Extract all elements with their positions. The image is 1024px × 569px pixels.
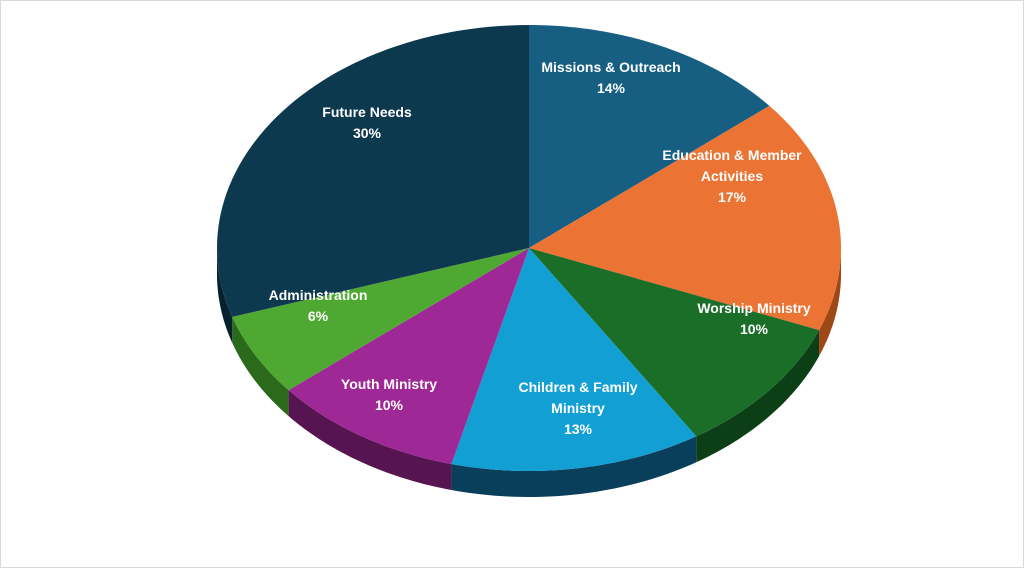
pie-slice-4[interactable] (288, 248, 529, 464)
slice-name-line: Administration (269, 287, 368, 303)
slice-label-0: Missions & Outreach 14% (541, 59, 680, 96)
slice-name-line: Worship Ministry (697, 300, 811, 316)
pie-slices (217, 25, 841, 471)
pie-slice-6[interactable] (217, 25, 529, 317)
pie-slice-3[interactable] (451, 248, 697, 471)
pie-side-6 (217, 248, 233, 343)
slice-percent: 10% (375, 397, 404, 413)
slice-name-line: Education & Member (662, 147, 802, 163)
pie-side-2 (696, 330, 820, 463)
slice-percent: 14% (597, 80, 626, 96)
slice-name-line: Activities (701, 168, 763, 184)
slice-name-line: Future Needs (322, 104, 412, 120)
pie-side-3 (451, 436, 697, 497)
slice-name-line: Children & Family (518, 379, 637, 395)
slice-label-6: Future Needs 30% (322, 104, 412, 141)
slice-label-5: Administration 6% (269, 287, 368, 324)
pie-sides (217, 248, 841, 497)
slice-label-4: Youth Ministry 10% (341, 376, 437, 413)
pie-slice-5[interactable] (232, 248, 529, 391)
slice-name-line: Missions & Outreach (541, 59, 680, 75)
slice-name-line: Youth Ministry (341, 376, 437, 392)
slice-percent: 13% (564, 421, 593, 437)
pie-side-5 (232, 316, 289, 417)
slice-percent: 17% (718, 189, 747, 205)
slice-name-line: Ministry (551, 400, 605, 416)
pie-labels: Missions & Outreach 14% Education & Member… (269, 59, 811, 437)
pie-side-1 (819, 248, 841, 357)
slice-label-2: Worship Ministry 10% (697, 300, 811, 337)
pie-slice-0[interactable] (529, 25, 770, 248)
slice-percent: 30% (353, 125, 382, 141)
slice-percent: 6% (308, 308, 329, 324)
slice-percent: 10% (740, 321, 769, 337)
pie-slice-1[interactable] (529, 105, 841, 331)
pie-side-4 (288, 390, 452, 490)
pie-slice-2[interactable] (529, 248, 820, 437)
